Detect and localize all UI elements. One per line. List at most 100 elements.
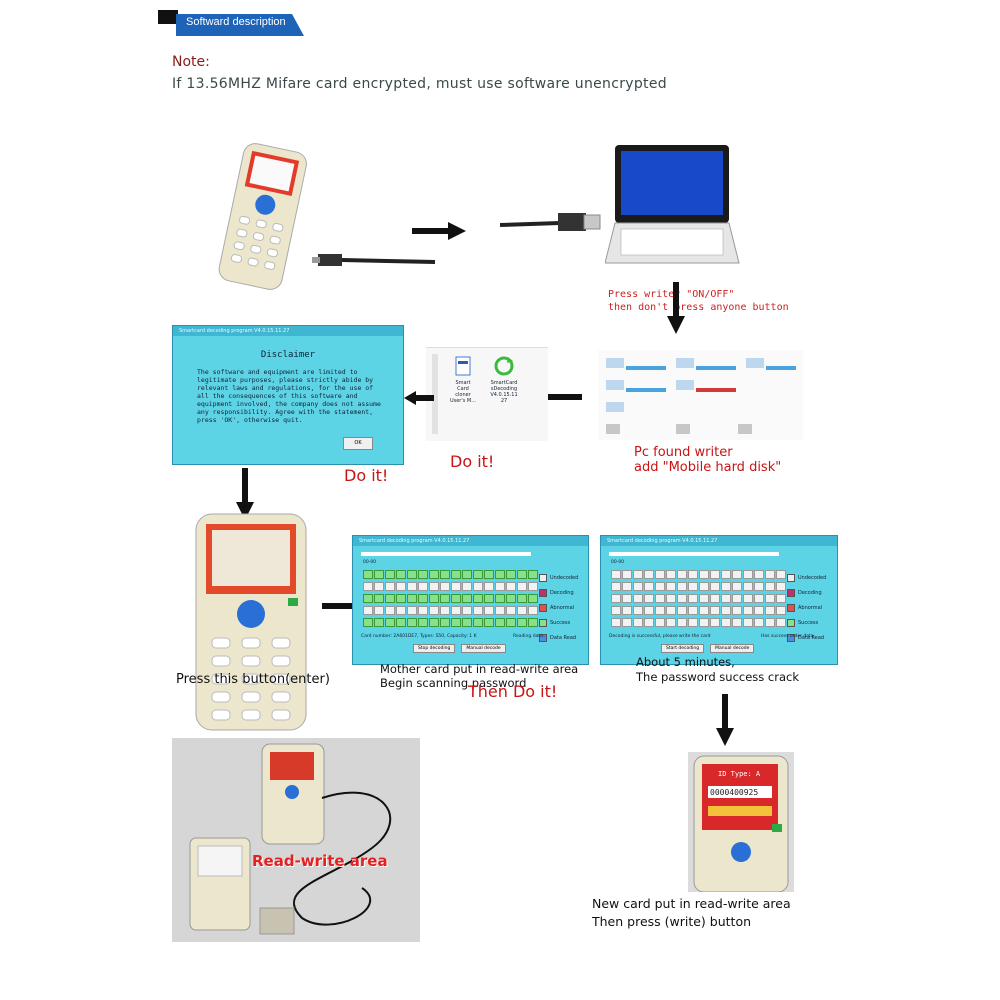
sector-cell [633, 618, 643, 627]
sector-cell [396, 570, 406, 579]
sector-cell [699, 606, 709, 615]
scan-sector-label: 00-00 [363, 560, 377, 565]
sector-cell [451, 582, 461, 591]
sector-grid [363, 570, 538, 627]
legend-item: Abnormal [787, 604, 826, 612]
sector-cell [765, 594, 775, 603]
sector-cell [440, 606, 450, 615]
sector-cell [374, 570, 384, 579]
sector-cell [710, 570, 720, 579]
legend-label: Abnormal [798, 605, 823, 611]
sector-cell [732, 594, 742, 603]
sector-cell [666, 582, 676, 591]
sector-cell [495, 582, 505, 591]
sector-cell [528, 618, 538, 627]
progress-bar [609, 552, 779, 556]
sector-cell [440, 582, 450, 591]
press-enter-caption: Press this button(enter) [176, 672, 330, 687]
scan-title-bar: Smartcard decoding program V4.0.15.11.27 [353, 536, 588, 546]
sector-cell [677, 582, 687, 591]
sector-cell [622, 594, 632, 603]
disclaimer-window: Smartcard decoding program V4.0.15.11.27… [172, 325, 404, 465]
file1-line: cloner [455, 392, 471, 398]
sector-cell [418, 594, 428, 603]
legend-label: Decoding [798, 590, 822, 596]
file2-line: sDecoding [490, 386, 518, 392]
done-buttons: Start decoding Manual decode [661, 644, 755, 653]
decoding-done-window: Smartcard decoding program V4.0.15.11.27… [600, 535, 838, 665]
sector-cell [611, 606, 621, 615]
scan-caption-line2: Begin scanning password [380, 676, 527, 690]
sector-cell [655, 594, 665, 603]
sector-cell [688, 570, 698, 579]
sector-cell [528, 606, 538, 615]
sector-cell [517, 582, 527, 591]
sector-cell [517, 570, 527, 579]
sector-cell [517, 606, 527, 615]
legend-item: Decoding [787, 589, 826, 597]
sector-cell [633, 582, 643, 591]
file-user-manual[interactable]: Smart Card cloner User's M... [448, 356, 478, 404]
sector-cell [462, 618, 472, 627]
manual-decode-button[interactable]: Manual decode [461, 644, 506, 653]
legend-swatch [787, 634, 795, 642]
sector-cell [418, 570, 428, 579]
sector-cell [732, 618, 742, 627]
sector-cell [644, 618, 654, 627]
sector-cell [655, 582, 665, 591]
device-write-drawing [693, 755, 789, 893]
sector-cell [473, 582, 483, 591]
legend-swatch [539, 619, 547, 627]
file-decoding-program[interactable]: SmartCard sDecoding V4.0.15.11 27 [484, 356, 524, 404]
sector-cell [743, 594, 753, 603]
sector-cell [517, 618, 527, 627]
read-write-area-label: Read-write area [252, 852, 388, 870]
drive-icons [606, 358, 796, 434]
sector-cell [407, 606, 417, 615]
file1-line: User's M... [449, 398, 477, 404]
scrollbar[interactable] [432, 354, 438, 434]
scanning-window: Smartcard decoding program V4.0.15.11.27… [352, 535, 589, 665]
legend-item: Decoding [539, 589, 578, 597]
stop-decoding-button[interactable]: Stop decoding [413, 644, 456, 653]
ok-button[interactable]: OK [343, 437, 373, 450]
done-caption: About 5 minutes, The password success cr… [636, 655, 799, 685]
sector-cell [363, 582, 373, 591]
file-user-manual-label: Smart Card cloner User's M... [448, 380, 478, 404]
arrow-down-icon [716, 694, 734, 746]
disclaimer-heading: Disclaimer [260, 350, 316, 360]
sector-cell [765, 618, 775, 627]
sector-cell [484, 570, 494, 579]
scan-status: Reading data... [513, 634, 548, 639]
arrow-down-icon [667, 282, 685, 334]
sector-cell [385, 618, 395, 627]
sector-cell [451, 606, 461, 615]
done-caption-line2: The password success crack [636, 670, 800, 684]
sector-cell [462, 606, 472, 615]
explorer-device-list [598, 350, 803, 440]
sector-cell [363, 618, 373, 627]
file-explorer: Smart Card cloner User's M... SmartCard … [426, 347, 548, 441]
sector-cell [688, 618, 698, 627]
sector-cell [473, 570, 483, 579]
sector-cell [754, 582, 764, 591]
found-writer-line2: add "Mobile hard disk" [634, 460, 782, 475]
banner-label: Softward description [186, 16, 286, 28]
sector-cell [517, 594, 527, 603]
sector-cell [429, 570, 439, 579]
sector-cell [440, 594, 450, 603]
manual-decode-button[interactable]: Manual decode [710, 644, 755, 653]
card-number-label: 0000400925 [710, 788, 759, 797]
sector-cell [765, 582, 775, 591]
sector-cell [396, 606, 406, 615]
sector-cell [677, 618, 687, 627]
start-decoding-button[interactable]: Start decoding [661, 644, 705, 653]
handheld-device [218, 143, 307, 290]
legend-label: Abnormal [550, 605, 575, 611]
sector-cell [451, 618, 461, 627]
legend-swatch [539, 589, 547, 597]
legend-item: Success [539, 619, 578, 627]
sector-cell [385, 582, 395, 591]
sector-cell [732, 606, 742, 615]
legend-item: Abnormal [539, 604, 578, 612]
